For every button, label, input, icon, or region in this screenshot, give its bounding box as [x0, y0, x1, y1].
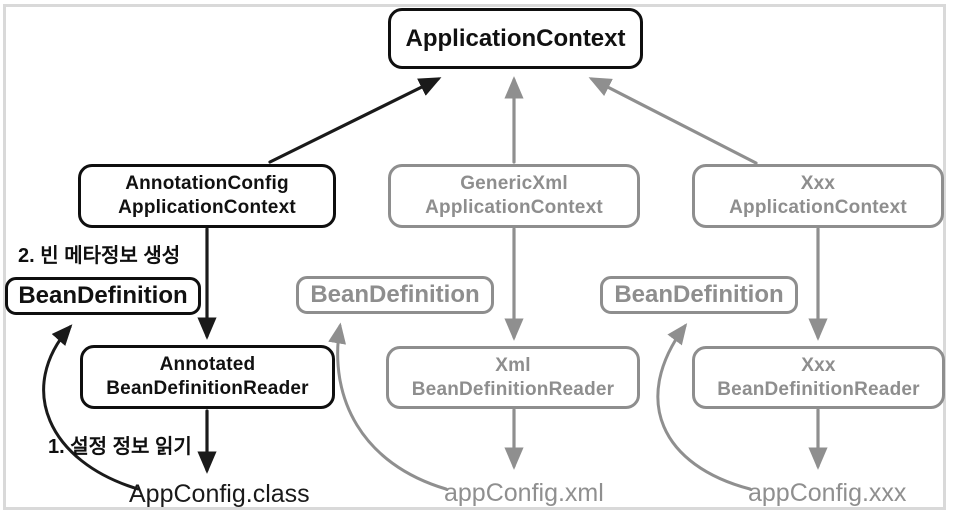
arrow-xxxcontext-to-applicationcontext — [588, 77, 758, 165]
genericxml-applicationcontext-box: GenericXml ApplicationContext — [388, 164, 640, 228]
xxx-context-line1: Xxx — [800, 173, 836, 195]
xxx-reader-line1: Xxx — [801, 354, 836, 376]
arrow-appconfigxxx-to-beandefinition — [656, 323, 752, 491]
arrow-appconfigclass-to-beandefinition — [42, 324, 140, 491]
beandefinition-label-xml: BeanDefinition — [310, 281, 480, 308]
annotated-reader-line2: BeanDefinitionReader — [106, 378, 309, 399]
application-context-label: ApplicationContext — [405, 24, 626, 52]
xxx-applicationcontext-box: Xxx ApplicationContext — [692, 164, 944, 228]
xxx-context-line2: ApplicationContext — [729, 197, 907, 218]
diagram-frame — [3, 4, 946, 510]
appconfig-xxx-label: appConfig.xxx — [748, 479, 907, 507]
arrow-annotationconfig-to-applicationcontext — [268, 77, 442, 164]
annotationconfig-line1: AnnotationConfig — [125, 173, 289, 195]
annotation-step1-label: 1. 설정 정보 읽기 — [48, 436, 192, 458]
xml-reader-line1: Xml — [495, 354, 531, 376]
arrow-appconfigxml-to-beandefinition — [328, 322, 448, 491]
annotated-reader-line1: Annotated — [159, 354, 256, 376]
appconfig-xml-label: appConfig.xml — [444, 479, 604, 507]
genericxml-line2: ApplicationContext — [425, 197, 603, 218]
appconfig-class-label: AppConfig.class — [129, 480, 310, 508]
beandefinition-box-annotation: BeanDefinition — [5, 277, 201, 315]
beandefinition-box-xxx: BeanDefinition — [600, 276, 798, 314]
genericxml-line1: GenericXml — [460, 173, 568, 195]
annotationconfig-line2: ApplicationContext — [118, 197, 296, 218]
annotation-step2-label: 2. 빈 메타정보 생성 — [18, 245, 181, 267]
application-context-box: ApplicationContext — [388, 8, 643, 69]
xxx-beandefinitionreader-box: Xxx BeanDefinitionReader — [692, 346, 945, 409]
xxx-reader-line2: BeanDefinitionReader — [717, 378, 920, 400]
annotationconfig-applicationcontext-box: AnnotationConfig ApplicationContext — [78, 164, 336, 228]
beandefinition-label-annotation: BeanDefinition — [18, 282, 188, 309]
annotated-beandefinitionreader-box: Annotated BeanDefinitionReader — [80, 345, 335, 409]
beandefinition-box-xml: BeanDefinition — [296, 276, 494, 314]
xml-beandefinitionreader-box: Xml BeanDefinitionReader — [386, 346, 640, 409]
beandefinition-label-xxx: BeanDefinition — [614, 281, 784, 308]
xml-reader-line2: BeanDefinitionReader — [411, 378, 615, 400]
